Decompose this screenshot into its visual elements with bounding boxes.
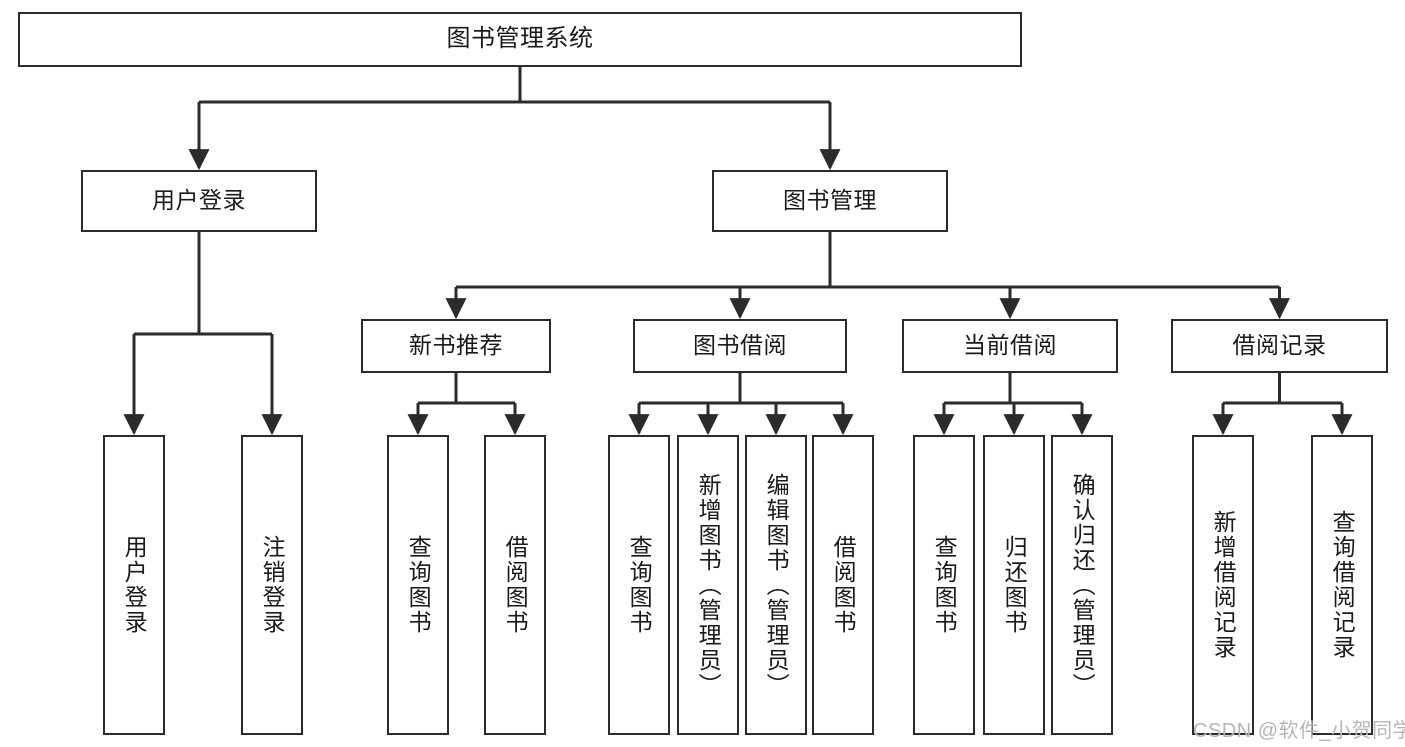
node-label: 用户登录 xyxy=(121,535,148,635)
node-label: 借阅图书 xyxy=(830,535,857,635)
node-leaf-return-book[interactable]: 归还图书 xyxy=(983,435,1045,735)
node-book-borrow[interactable]: 图书借阅 xyxy=(633,319,847,373)
node-leaf-user-login[interactable]: 用户登录 xyxy=(103,435,165,735)
node-label: 确认归还（管理员） xyxy=(1069,472,1096,698)
node-label: 归还图书 xyxy=(1001,535,1028,635)
node-label: 查询图书 xyxy=(405,535,432,635)
node-leaf-query-borrow-record[interactable]: 查询借阅记录 xyxy=(1311,435,1373,735)
watermark-text: CSDN @软件_小贺同学 xyxy=(1193,720,1405,742)
node-leaf-confirm-return-admin[interactable]: 确认归还（管理员） xyxy=(1051,435,1113,735)
node-new-book-recommend[interactable]: 新书推荐 xyxy=(361,319,551,373)
node-leaf-edit-book-admin[interactable]: 编辑图书（管理员） xyxy=(745,435,807,735)
node-label: 新书推荐 xyxy=(409,332,503,359)
node-label: 借阅图书 xyxy=(502,535,529,635)
node-label: 图书管理系统 xyxy=(446,25,594,53)
node-label: 查询图书 xyxy=(931,535,958,635)
node-leaf-logout-login[interactable]: 注销登录 xyxy=(241,435,303,735)
node-leaf-query-book-current[interactable]: 查询图书 xyxy=(913,435,975,735)
node-leaf-query-book-borrow[interactable]: 查询图书 xyxy=(608,435,670,735)
node-label: 当前借阅 xyxy=(963,332,1057,359)
node-user-login[interactable]: 用户登录 xyxy=(81,170,317,232)
node-label: 新增图书（管理员） xyxy=(695,472,722,698)
node-label: 注销登录 xyxy=(259,535,286,635)
node-current-borrow[interactable]: 当前借阅 xyxy=(902,319,1118,373)
node-leaf-borrow-book[interactable]: 借阅图书 xyxy=(812,435,874,735)
node-leaf-add-borrow-record[interactable]: 新增借阅记录 xyxy=(1192,435,1254,735)
node-root[interactable]: 图书管理系统 xyxy=(18,12,1022,67)
node-label: 编辑图书（管理员） xyxy=(763,472,790,698)
node-leaf-add-book-admin[interactable]: 新增图书（管理员） xyxy=(677,435,739,735)
node-label: 用户登录 xyxy=(152,187,246,214)
node-label: 图书管理 xyxy=(783,187,877,214)
node-label: 新增借阅记录 xyxy=(1210,510,1237,660)
node-borrow-record[interactable]: 借阅记录 xyxy=(1171,319,1388,373)
node-leaf-query-book-recommend[interactable]: 查询图书 xyxy=(387,435,449,735)
node-leaf-borrow-book-recommend[interactable]: 借阅图书 xyxy=(484,435,546,735)
node-label: 借阅记录 xyxy=(1232,332,1327,359)
node-label: 查询借阅记录 xyxy=(1329,510,1356,660)
node-book-management[interactable]: 图书管理 xyxy=(712,170,948,232)
node-label: 图书借阅 xyxy=(693,332,787,359)
node-label: 查询图书 xyxy=(626,535,653,635)
